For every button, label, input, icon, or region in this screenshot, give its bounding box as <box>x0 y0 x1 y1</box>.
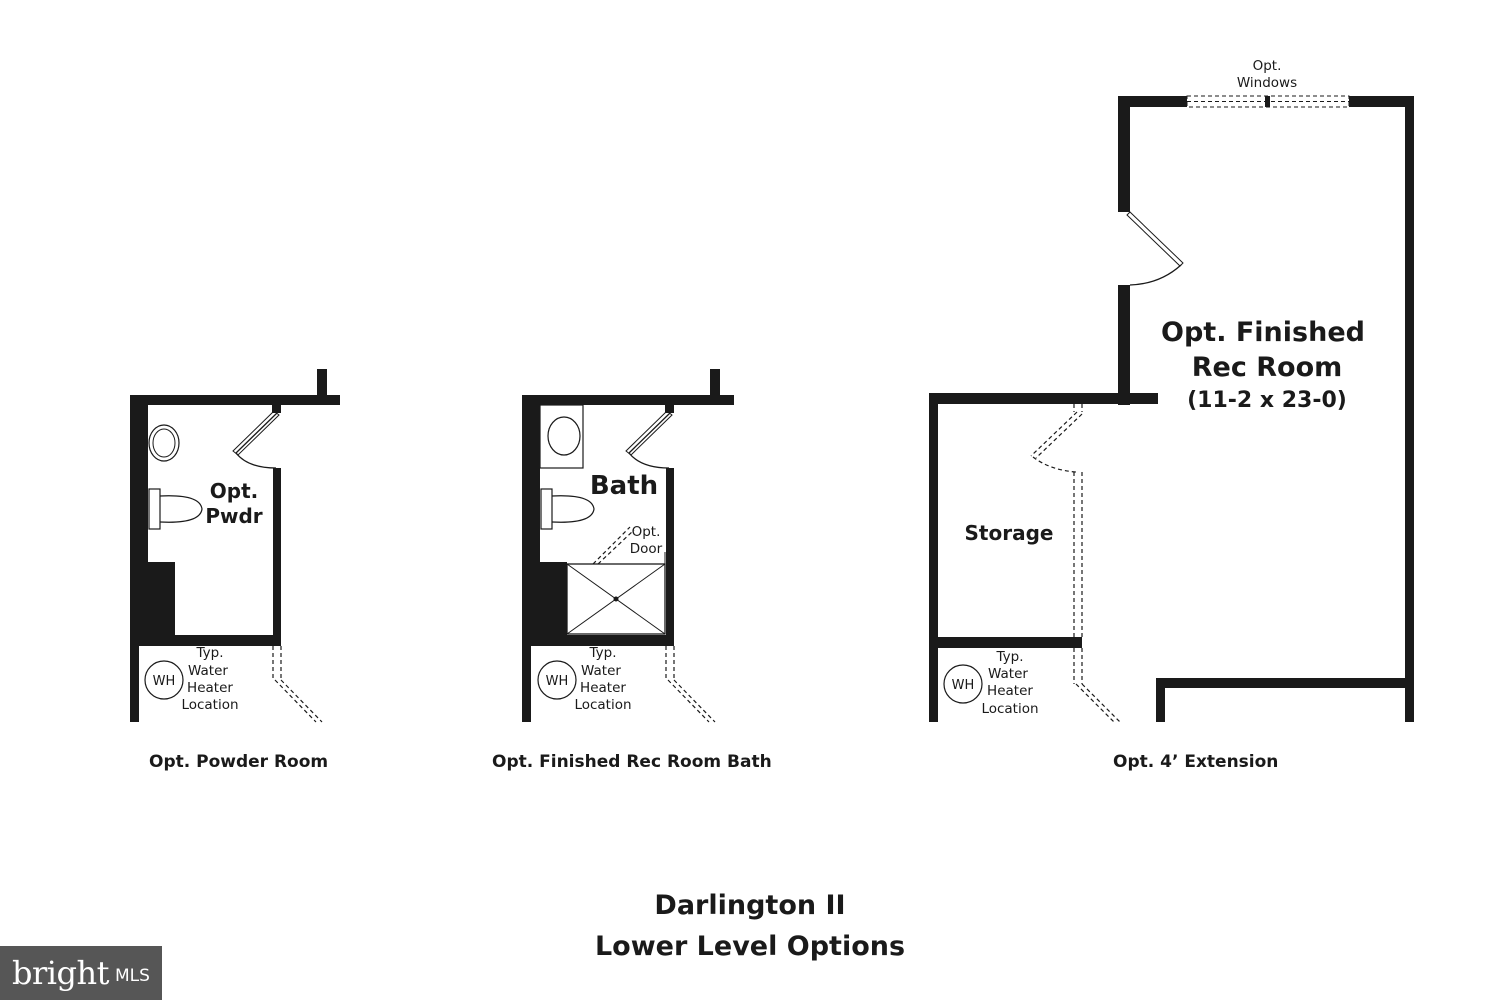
optional-door-jamb <box>642 552 666 565</box>
wall <box>1118 96 1130 212</box>
door-leaf <box>1126 211 1184 267</box>
wall <box>273 468 281 638</box>
caption-rec-room-bath: Opt. Finished Rec Room Bath <box>492 752 772 772</box>
wall <box>710 369 720 399</box>
dashed-wall <box>1073 472 1083 637</box>
water-heater-label: Heater <box>187 680 233 696</box>
shower <box>566 563 666 635</box>
water-heater-label: Typ. <box>996 649 1024 665</box>
plan-extension: Opt. Windows Opt. Finished Rec Room (11-… <box>929 58 1414 723</box>
wall <box>130 395 340 405</box>
dashed-wall <box>665 646 675 680</box>
water-heater-label: Water <box>188 663 228 679</box>
room-label: Pwdr <box>205 504 262 528</box>
water-heater-label: Heater <box>580 680 626 696</box>
wall <box>130 395 139 722</box>
wall <box>929 393 938 722</box>
wall <box>522 395 531 722</box>
door-swing <box>628 412 671 469</box>
water-heater-symbol <box>144 660 184 700</box>
dashed-wall <box>1073 648 1083 684</box>
windows-label: Windows <box>1237 75 1297 91</box>
watermark-suffix: MLS <box>114 966 150 986</box>
sink <box>547 416 581 456</box>
dashed-door <box>1075 683 1121 723</box>
caption-extension: Opt. 4’ Extension <box>1113 752 1279 772</box>
sink <box>148 424 180 462</box>
wall <box>139 405 148 562</box>
door-swing <box>235 412 278 469</box>
wall <box>666 468 674 638</box>
water-heater-symbol-label: WH <box>546 674 569 689</box>
water-heater-symbol-label: WH <box>952 678 975 693</box>
room-label: Bath <box>590 471 658 501</box>
wall <box>317 369 327 399</box>
room-label: Opt. <box>210 479 258 503</box>
wall <box>139 635 281 646</box>
sheet-title: Lower Level Options <box>594 931 906 962</box>
water-heater-label: Location <box>981 701 1038 717</box>
water-heater-label: Typ. <box>196 645 224 661</box>
toilet-tank <box>148 488 161 530</box>
windows-label: Opt. <box>1253 58 1282 74</box>
rec-room-dimensions: (11-2 x 23-0) <box>1187 388 1347 413</box>
water-heater-label: Location <box>574 697 631 713</box>
wall <box>1156 678 1165 722</box>
dashed-wall <box>1073 404 1083 412</box>
wall <box>665 405 674 413</box>
storage-label: Storage <box>965 521 1054 545</box>
water-heater-symbol <box>537 660 577 700</box>
mls-watermark: bright MLS <box>0 946 162 1000</box>
wall <box>1118 96 1187 107</box>
sink-basin <box>152 428 176 458</box>
dashed-door <box>667 679 716 723</box>
wall <box>1349 96 1414 107</box>
toilet-bowl <box>159 495 203 523</box>
dashed-door-swing <box>1032 456 1077 473</box>
toilet-bowl <box>551 495 595 523</box>
wall <box>531 405 540 562</box>
water-heater-symbol <box>943 664 983 704</box>
door-leaf <box>625 410 673 456</box>
water-heater-symbol-label: WH <box>153 674 176 689</box>
wall <box>522 395 734 405</box>
window-mullion <box>1265 96 1270 107</box>
door-label: Door <box>630 541 663 557</box>
caption-powder-room: Opt. Powder Room <box>149 752 329 772</box>
door-label: Opt. <box>632 524 661 540</box>
wall <box>1156 678 1414 688</box>
rec-room-label: Opt. Finished <box>1161 317 1365 348</box>
vanity <box>539 404 584 469</box>
door-swing <box>1129 264 1182 286</box>
wall <box>139 562 175 637</box>
plan-powder-room: Opt. Pwdr WH Typ. Water Heater Location <box>130 369 340 723</box>
wall <box>1118 285 1130 405</box>
door-leaf <box>232 410 280 456</box>
wall <box>938 637 1082 648</box>
water-heater-label: Water <box>988 666 1028 682</box>
dashed-door <box>274 679 323 723</box>
optional-door <box>592 526 635 565</box>
shower-drain <box>613 596 619 602</box>
dashed-door <box>1030 411 1083 459</box>
water-heater-label: Location <box>181 697 238 713</box>
plan-rec-room-bath: Bath Opt. Door WH Typ. Water Heater Loca… <box>522 369 734 723</box>
wall <box>929 393 1158 404</box>
wall <box>1405 96 1414 722</box>
wall <box>531 635 674 646</box>
wall <box>272 405 281 413</box>
model-name: Darlington II <box>654 890 846 921</box>
water-heater-label: Water <box>581 663 621 679</box>
dashed-wall <box>272 646 282 680</box>
water-heater-label: Typ. <box>589 645 617 661</box>
water-heater-label: Heater <box>987 683 1033 699</box>
rec-room-label: Rec Room <box>1192 352 1343 383</box>
toilet-tank <box>540 488 553 530</box>
wall <box>531 562 567 637</box>
watermark-brand: bright <box>12 954 109 992</box>
